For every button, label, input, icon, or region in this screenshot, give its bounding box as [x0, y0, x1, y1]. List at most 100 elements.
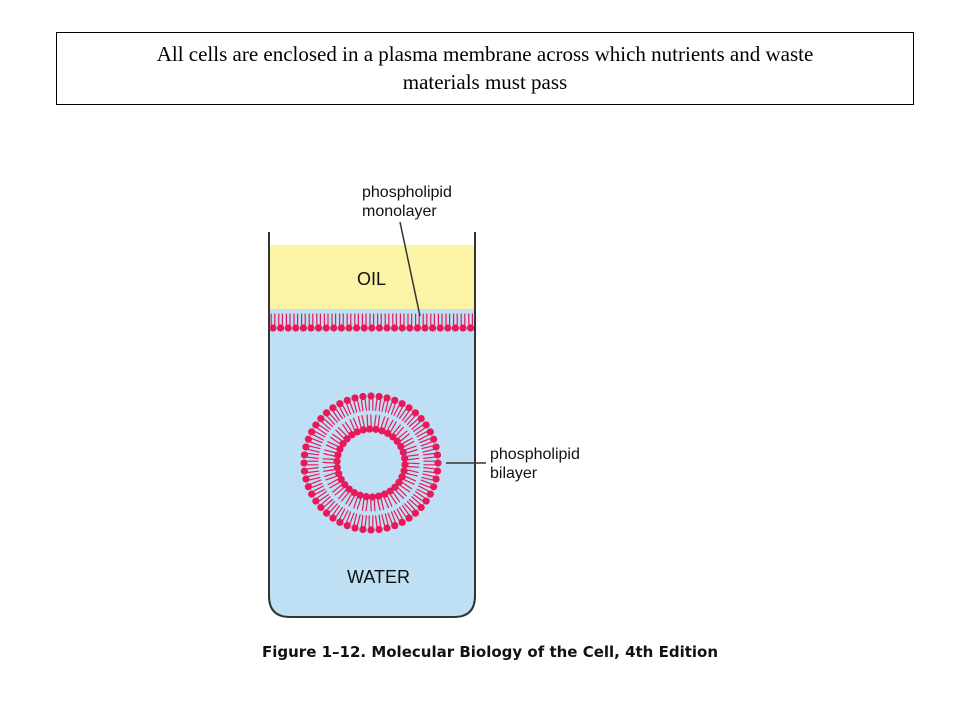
bilayer-outer-lipid	[304, 479, 323, 491]
bilayer-outer-lipid	[408, 414, 425, 430]
phospholipid-bilayer-liposome	[300, 392, 442, 534]
bilayer-outer-lipid	[399, 504, 413, 522]
monolayer-lipid	[353, 313, 361, 332]
bilayer-outer-lipid	[343, 396, 355, 415]
bilayer-inner-lipid	[325, 441, 344, 453]
monolayer-lipid	[322, 313, 330, 332]
monolayer-lipid	[421, 313, 429, 332]
bilayer-inner-lipid	[327, 475, 345, 489]
bilayer-outer-lipid	[419, 479, 438, 491]
bilayer-outer-lipid	[302, 443, 321, 453]
bilayer-outer-lipid	[375, 514, 383, 534]
bilayer-outer-lipid	[393, 508, 406, 526]
oil-label: OIL	[357, 269, 386, 289]
slide-title-box: All cells are enclosed in a plasma membr…	[56, 32, 914, 105]
bilayer-inner-lipid	[324, 470, 343, 481]
bilayer-outer-lipid	[336, 508, 349, 526]
bilayer-inner-lipid	[401, 461, 420, 469]
bilayer-outer-lipid	[422, 467, 442, 475]
bilayer-outer-lipid	[317, 496, 334, 512]
bilayer-outer-lipid	[419, 435, 438, 447]
bilayer-inner-lipid	[398, 473, 417, 485]
monolayer-lipid	[375, 313, 383, 332]
monolayer-lipid	[406, 313, 414, 332]
monolayer-lipid	[299, 313, 307, 332]
monolayer-lipid	[307, 313, 315, 332]
bilayer-outer-lipid	[393, 400, 406, 418]
bilayer-inner-lipid	[386, 487, 401, 505]
monolayer-lipid	[292, 313, 300, 332]
slide-title-line-2: materials must pass	[402, 70, 568, 94]
bilayer-outer-lipid	[304, 435, 323, 447]
oil-layer	[269, 245, 475, 309]
bilayer-outer-lipid	[412, 421, 430, 435]
bilayer-outer-lipid	[416, 485, 434, 498]
monolayer-lipid	[391, 313, 399, 332]
figure-caption: Figure 1–12. Molecular Biology of the Ce…	[262, 643, 719, 661]
bilayer-outer-lipid	[367, 515, 375, 534]
bilayer-outer-lipid	[308, 428, 326, 441]
bilayer-inner-lipid	[365, 414, 374, 433]
bilayer-inner-lipid	[332, 481, 349, 496]
bilayer-outer-lipid	[312, 491, 330, 505]
monolayer-label-line-1: phospholipid	[362, 184, 452, 201]
bilayer-outer-lipid	[322, 409, 338, 426]
bilayer-inner-lipid	[381, 490, 393, 509]
bilayer-outer-lipid	[329, 504, 343, 522]
bilayer-outer-lipid	[300, 459, 319, 467]
monolayer-lipid	[315, 313, 323, 332]
bilayer-outer-lipid	[375, 392, 383, 412]
water-label: WATER	[347, 567, 410, 587]
bilayer-outer-lipid	[302, 473, 321, 483]
bilayer-outer-lipid	[300, 467, 320, 475]
monolayer-lipid	[345, 313, 353, 332]
bilayer-inner-lipid	[400, 467, 419, 477]
monolayer-leader-line	[399, 221, 421, 317]
monolayer-lipid	[459, 313, 467, 332]
bilayer-outer-lipid	[343, 511, 355, 530]
bilayer-inner-lipid	[361, 493, 370, 512]
bilayer-outer-lipid	[308, 485, 326, 498]
bilayer-outer-lipid	[399, 404, 413, 422]
bilayer-outer-lipid	[322, 500, 338, 517]
monolayer-lipid	[436, 313, 444, 332]
test-tube-outline	[268, 232, 476, 618]
bilayer-inner-lipid	[391, 483, 407, 499]
bilayer-outer-lipid	[412, 491, 430, 505]
bilayer-inner-lipid	[397, 437, 415, 451]
monolayer-lipid	[360, 313, 368, 332]
bilayer-outer-lipid	[404, 409, 420, 426]
bilayer-outer-lipid	[404, 500, 420, 517]
bilayer-inner-lipid	[349, 417, 361, 436]
monolayer-lipid	[413, 313, 421, 332]
water-region	[269, 309, 475, 617]
monolayer-lipid	[269, 313, 277, 332]
bilayer-outer-lipid	[422, 451, 442, 459]
monolayer-lipid	[451, 313, 459, 332]
bilayer-outer-lipid	[351, 513, 361, 532]
bilayer-inner-lipid	[335, 427, 351, 443]
bilayer-outer-lipid	[387, 511, 399, 530]
monolayer-lipid	[429, 313, 437, 332]
bilayer-outer-lipid	[300, 451, 320, 459]
bilayer-inner-lipid	[353, 491, 364, 510]
monolayer-lipid	[383, 313, 391, 332]
bilayer-outer-lipid	[312, 421, 330, 435]
bilayer-outer-lipid	[367, 392, 375, 411]
monolayer-lipid	[398, 313, 406, 332]
bilayer-outer-lipid	[387, 396, 399, 415]
bilayer-inner-lipid	[345, 489, 358, 507]
bilayer-outer-lipid	[359, 392, 367, 412]
bilayer-outer-lipid	[381, 513, 391, 532]
bilayer-inner-lipid	[338, 485, 353, 502]
bilayer-inner-lipid	[401, 454, 420, 463]
monolayer-label-line-2: monolayer	[362, 203, 437, 220]
bilayer-inner-lipid	[399, 445, 418, 456]
bilayer-inner-lipid	[323, 449, 342, 459]
bilayer-inner-lipid	[389, 424, 404, 441]
bilayer-inner-lipid	[375, 492, 385, 511]
bilayer-outer-lipid	[423, 459, 442, 467]
monolayer-lipid	[467, 313, 475, 332]
monolayer-lipid	[277, 313, 285, 332]
